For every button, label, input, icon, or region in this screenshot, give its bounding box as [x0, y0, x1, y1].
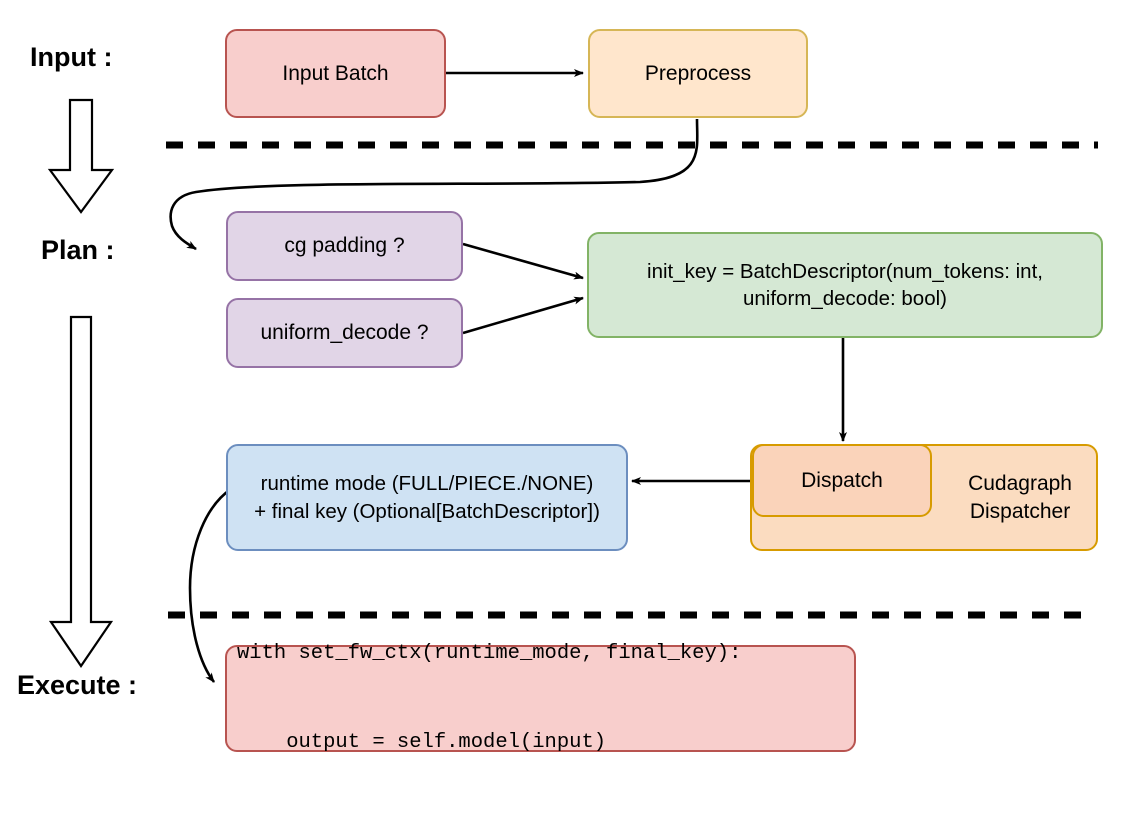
node-uniform-decode-label: uniform_decode ?: [260, 321, 429, 345]
connector-layer: [47, 69, 1098, 683]
node-preprocess[interactable]: Preprocess: [588, 29, 808, 118]
node-runtime-mode-label-line-2: + final key (Optional[BatchDescriptor]): [254, 499, 600, 523]
node-runtime-mode[interactable]: runtime mode (FULL/PIECE./NONE) + final …: [226, 444, 628, 551]
node-runtime-mode-label-line-1: runtime mode (FULL/PIECE./NONE): [260, 472, 594, 496]
node-init-key-label-line-2: uniform_decode: bool): [743, 287, 947, 310]
node-preprocess-label: Preprocess: [644, 61, 752, 85]
input-to-plan-arrow: [47, 98, 115, 214]
node-uniform-decode[interactable]: uniform_decode ?: [226, 298, 463, 368]
node-dispatch-label: Dispatch: [801, 468, 883, 492]
connector-preprocess-to-cg-padding: [169, 118, 699, 251]
node-cg-padding-label: cg padding ?: [284, 234, 405, 258]
node-input-batch-label: Input Batch: [282, 61, 389, 85]
node-execute-code-line-1: with set_fw_ctx(runtime_mode, final_key)…: [237, 642, 742, 666]
connector-runtime-mode-to-execute-code: [188, 487, 232, 683]
stage-label-plan: Plan :: [41, 235, 115, 265]
node-cg-padding[interactable]: cg padding ?: [226, 211, 463, 281]
node-execute-code[interactable]: with set_fw_ctx(runtime_mode, final_key)…: [225, 642, 856, 754]
node-cudagraph-dispatcher-label-line-2: Dispatcher: [969, 499, 1071, 523]
stage-label-input: Input :: [30, 42, 113, 72]
connector-uniform-decode-to-init-key: [462, 296, 584, 335]
node-dispatch[interactable]: Dispatch: [752, 444, 932, 517]
stage-label-execute: Execute :: [17, 670, 138, 700]
node-cudagraph-dispatcher-label-line-1: Cudagraph: [968, 471, 1072, 495]
connector-cg-padding-to-init-key: [462, 242, 584, 280]
node-execute-code-line-2: output = self.model(input): [237, 731, 607, 755]
node-init-key[interactable]: init_key = BatchDescriptor(num_tokens: i…: [587, 232, 1103, 338]
node-init-key-label-line-1: init_key = BatchDescriptor(num_tokens: i…: [647, 259, 1043, 283]
plan-to-execute-arrow: [48, 315, 114, 668]
node-input-batch[interactable]: Input Batch: [225, 29, 446, 118]
flowchart-diagram: Input : Plan : Execute : Input Batch Pre…: [17, 29, 1103, 754]
